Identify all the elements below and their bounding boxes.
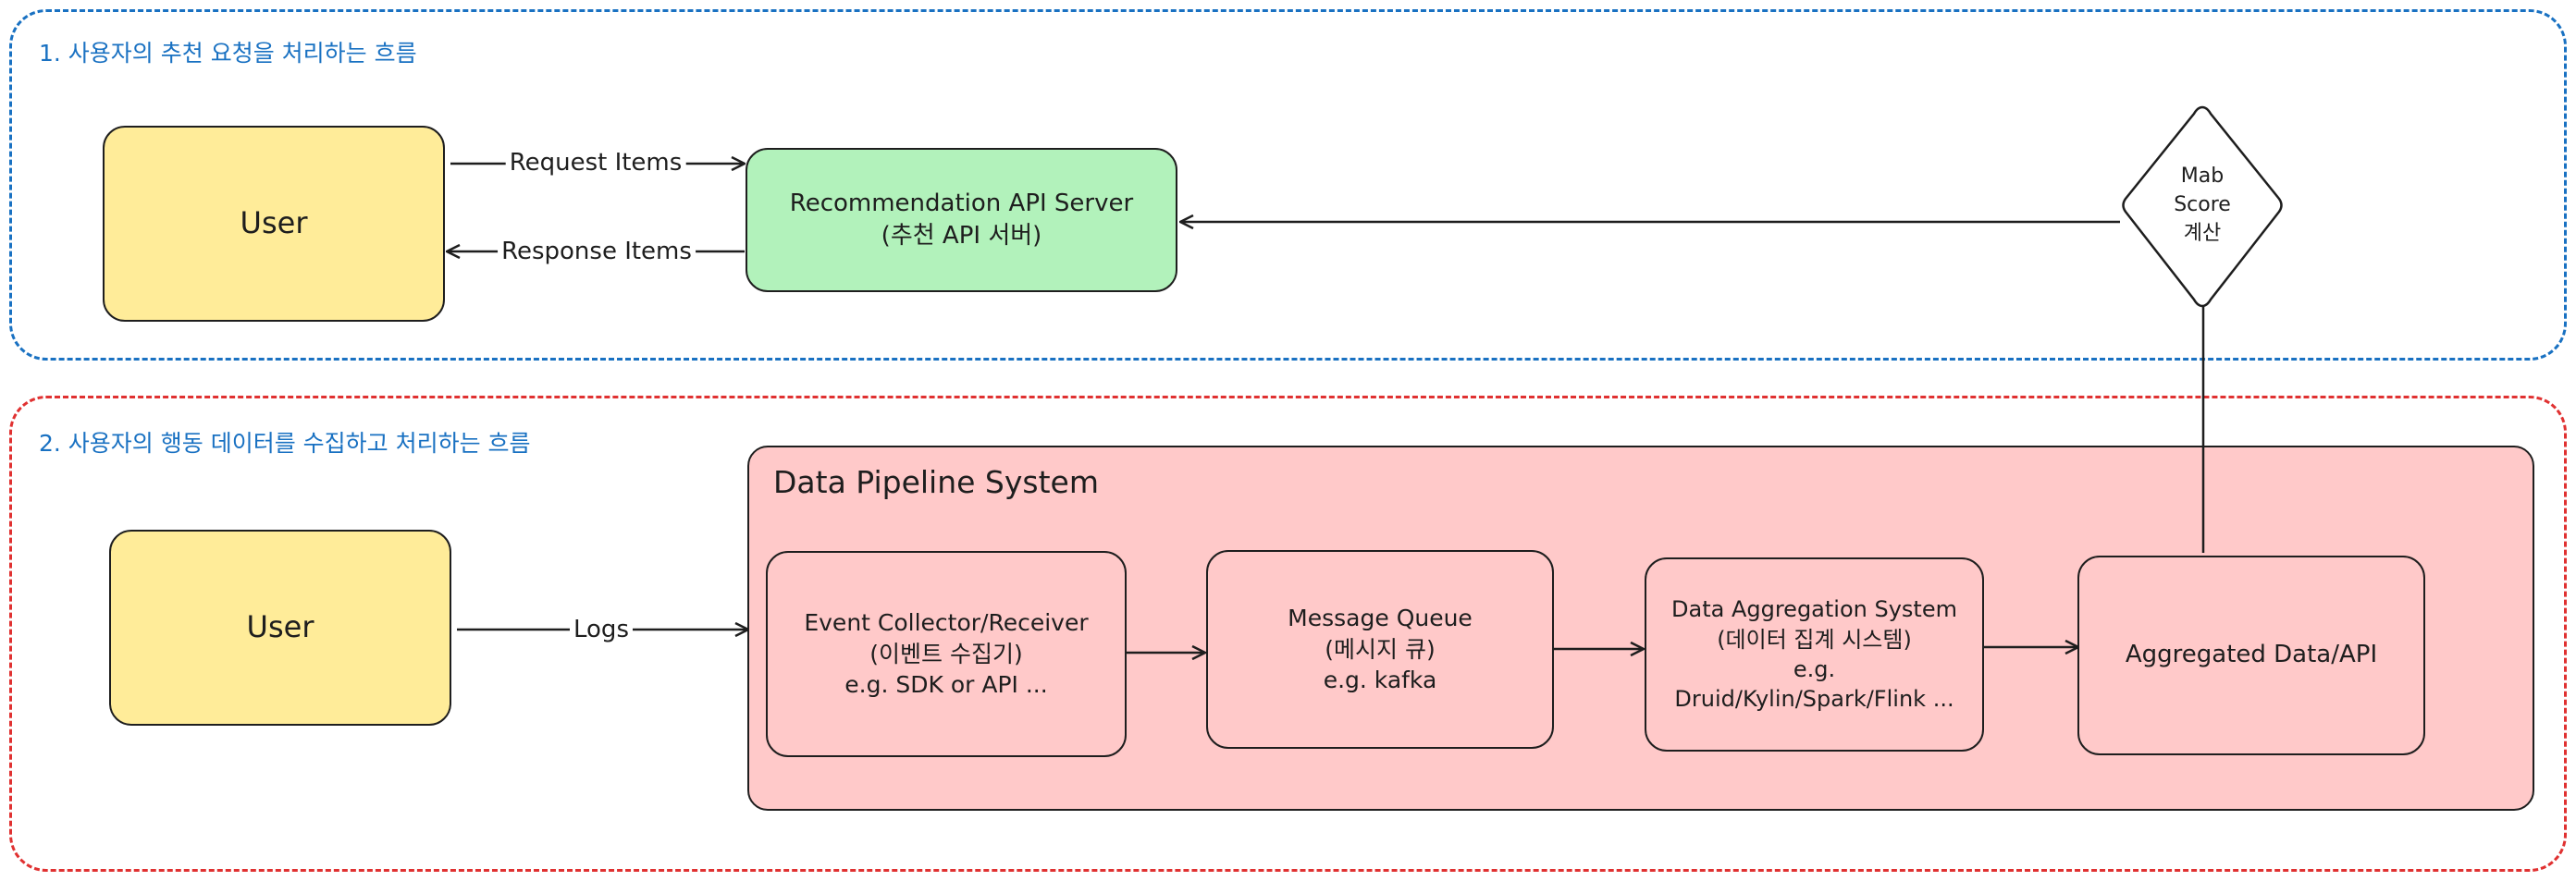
request-items-label: Request Items: [505, 149, 686, 177]
user-node-top-label: User: [240, 205, 308, 241]
aggregation-line3: e.g.: [1793, 656, 1836, 682]
response-items-label: Response Items: [498, 238, 696, 265]
user-node-bottom: User: [109, 530, 451, 726]
section-behavior-flow: [9, 396, 2567, 872]
message-queue-line1: Message Queue: [1288, 604, 1473, 631]
message-queue-node: Message Queue (메시지 큐) e.g. kafka: [1206, 550, 1554, 749]
event-collector-line2: (이벤트 수집기): [869, 640, 1023, 667]
event-collector-line3: e.g. SDK or API ...: [844, 671, 1048, 699]
recommendation-api-server-node: Recommendation API Server (추천 API 서버): [746, 148, 1177, 292]
aggregated-api-label: Aggregated Data/API: [2125, 641, 2378, 669]
message-queue-line2: (메시지 큐): [1325, 635, 1436, 663]
aggregation-line4: Druid/Kylin/Spark/Flink ...: [1674, 686, 1954, 713]
user-node-bottom-label: User: [246, 609, 314, 645]
aggregation-line2: (데이터 집계 시스템): [1717, 626, 1912, 653]
rec-server-line1: Recommendation API Server: [789, 189, 1134, 217]
aggregated-data-api-node: Aggregated Data/API: [2077, 556, 2425, 755]
event-collector-line1: Event Collector/Receiver: [804, 608, 1089, 636]
aggregation-line1: Data Aggregation System: [1671, 596, 1957, 623]
data-aggregation-node: Data Aggregation System (데이터 집계 시스템) e.g…: [1645, 557, 1984, 752]
section-behavior-flow-title: 2. 사용자의 행동 데이터를 수집하고 처리하는 흐름: [39, 430, 531, 457]
section-request-flow: [9, 9, 2567, 361]
user-node-top: User: [103, 126, 445, 322]
event-collector-node: Event Collector/Receiver (이벤트 수집기) e.g. …: [766, 551, 1127, 757]
message-queue-line3: e.g. kafka: [1323, 667, 1437, 694]
mab-score-diamond: [2122, 105, 2283, 308]
mab-score-label: Mab Score 계산: [2174, 164, 2231, 245]
logs-label: Logs: [570, 616, 633, 643]
section-request-flow-title: 1. 사용자의 추천 요청을 처리하는 흐름: [39, 40, 417, 67]
rec-server-line2: (추천 API 서버): [881, 222, 1042, 250]
data-pipeline-title: Data Pipeline System: [773, 464, 1099, 500]
